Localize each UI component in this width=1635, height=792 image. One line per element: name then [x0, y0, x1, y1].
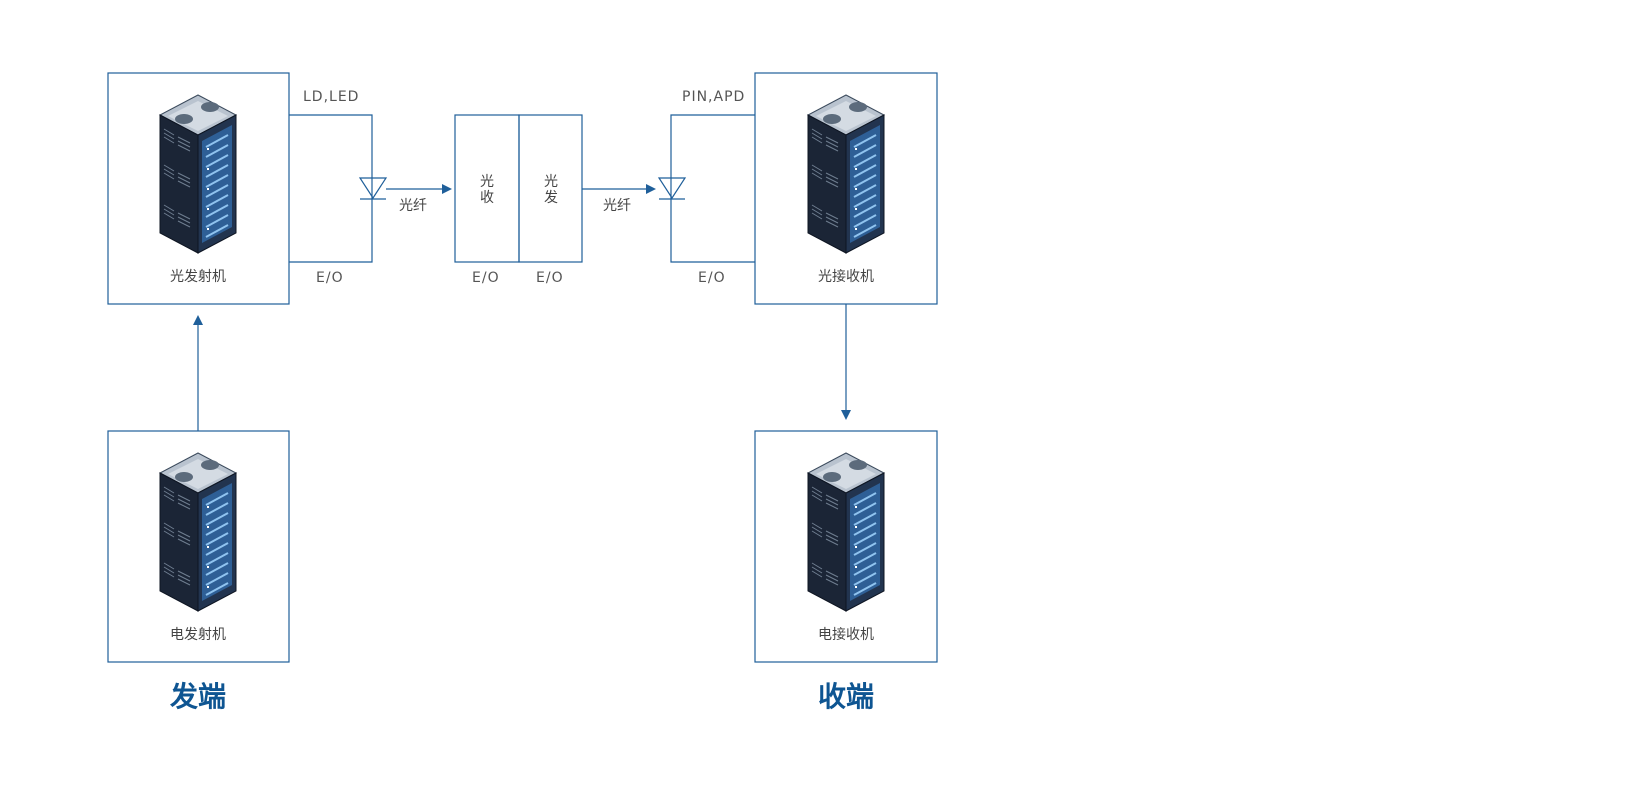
electrical-receiver-box: [754, 430, 938, 663]
fiber-label-1: 光纤: [399, 198, 427, 214]
arrow-head: [193, 315, 203, 325]
relay-receive-char-2: 收: [480, 190, 494, 206]
server-icon: [807, 94, 885, 254]
diode-icon: [358, 177, 388, 200]
eo-label-2: E/O: [472, 270, 500, 286]
server-icon: [807, 452, 885, 612]
detector-module-outline: [670, 114, 755, 263]
relay-transmit-char-2: 发: [544, 190, 558, 206]
fiber-label-2: 光纤: [603, 198, 631, 214]
eo-label-3: E/O: [536, 270, 564, 286]
receive-end-title: 收端: [818, 680, 874, 713]
eo-label-1: E/O: [316, 270, 344, 286]
relay-receive-char-1: 光: [480, 174, 494, 190]
eo-label-4: E/O: [698, 270, 726, 286]
optical-transmitter-label: 光发射机: [170, 269, 226, 285]
server-icon: [159, 94, 237, 254]
arrow-head: [442, 184, 452, 194]
server-icon: [159, 452, 237, 612]
relay-transmit-char-1: 光: [544, 174, 558, 190]
electrical-receiver-label: 电接收机: [818, 626, 874, 643]
electrical-transmitter-label: 电发射机: [170, 627, 226, 643]
transmit-end-title: 发端: [169, 680, 226, 713]
arrow-head: [646, 184, 656, 194]
optical-transmitter-box: [107, 72, 290, 305]
optical-receiver-label: 光接收机: [818, 268, 874, 285]
source-devices-label: LD,LED: [303, 89, 359, 105]
arrow-head: [841, 410, 851, 420]
detector-devices-label: PIN,APD: [682, 89, 745, 105]
diode-icon: [657, 177, 687, 200]
source-module-outline: [289, 114, 373, 263]
